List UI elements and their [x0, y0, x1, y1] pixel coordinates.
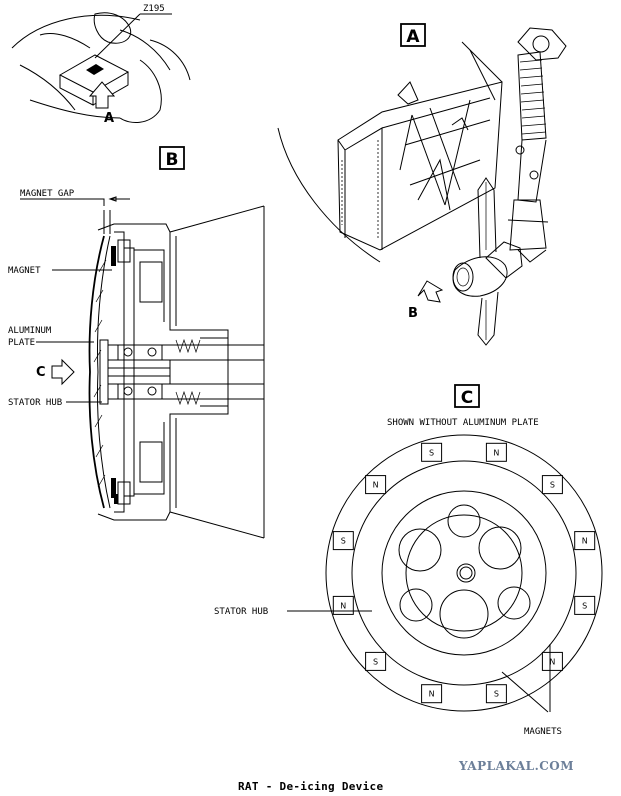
view-b-arrow-letter: B	[408, 306, 418, 321]
magnet-pole-label: N	[373, 481, 379, 490]
magnet-pole-label: S	[429, 448, 434, 457]
magnet-ring: S N S N S N S N S N S N	[332, 442, 596, 704]
svg-text:A: A	[406, 27, 420, 47]
magnet-block: N	[541, 651, 563, 671]
magnet-block: S	[365, 651, 387, 671]
svg-text:C: C	[461, 388, 473, 408]
magnet-block: S	[485, 684, 507, 704]
magnet-pole-label: S	[582, 601, 587, 610]
aluminum-plate-label-line1: ALUMINUM	[8, 326, 52, 336]
magnet-pole-label: S	[373, 657, 378, 666]
magnet-pole-label: S	[494, 690, 499, 699]
magnet-block: S	[574, 595, 596, 615]
stator-hub-label-b: STATOR HUB	[8, 398, 62, 408]
magnet-block: S	[421, 442, 443, 462]
svg-text:B: B	[166, 150, 179, 170]
view-c-subtitle: SHOWN WITHOUT ALUMINUM PLATE	[387, 418, 539, 428]
diagram-caption: RAT - De-icing Device	[238, 780, 383, 793]
locator-sketch: Z195 A	[11, 4, 191, 126]
magnet-block: N	[574, 531, 596, 551]
section-view-b: MAGNET GAP MAGNET ALUMINUM PLATE STATOR …	[8, 189, 265, 539]
magnet-pole-label: S	[341, 537, 346, 546]
magnet-pole-label: N	[582, 537, 588, 546]
view-c-arrow-letter: C	[36, 365, 46, 380]
stator-hub-label-c: STATOR HUB	[214, 607, 268, 617]
view-a-arrow-letter: A	[104, 111, 114, 126]
magnet-block: N	[365, 475, 387, 495]
watermark: YAPLAKAL.COM	[458, 759, 574, 773]
zone-label: Z195	[143, 4, 165, 14]
rat-strut-illustration: B	[277, 27, 567, 346]
magnet-block: S	[541, 475, 563, 495]
magnet-pole-label: N	[429, 690, 435, 699]
view-b-box: B	[159, 146, 185, 170]
view-c-box: C	[454, 384, 480, 408]
magnet-pole-label: N	[340, 601, 346, 610]
magnets-label: MAGNETS	[524, 727, 562, 737]
magnet-block: N	[485, 442, 507, 462]
magnet-block: N	[332, 595, 354, 615]
magnet-pole-label: N	[549, 657, 555, 666]
view-a-box: A	[400, 23, 426, 47]
magnet-block: N	[421, 684, 443, 704]
magnet-label: MAGNET	[8, 266, 41, 276]
magnet-pole-label: S	[550, 481, 555, 490]
aluminum-plate-label-line2: PLATE	[8, 338, 35, 348]
magnet-gap-label: MAGNET GAP	[20, 189, 75, 199]
magnet-block: S	[332, 531, 354, 551]
magnet-pole-label: N	[493, 448, 499, 457]
